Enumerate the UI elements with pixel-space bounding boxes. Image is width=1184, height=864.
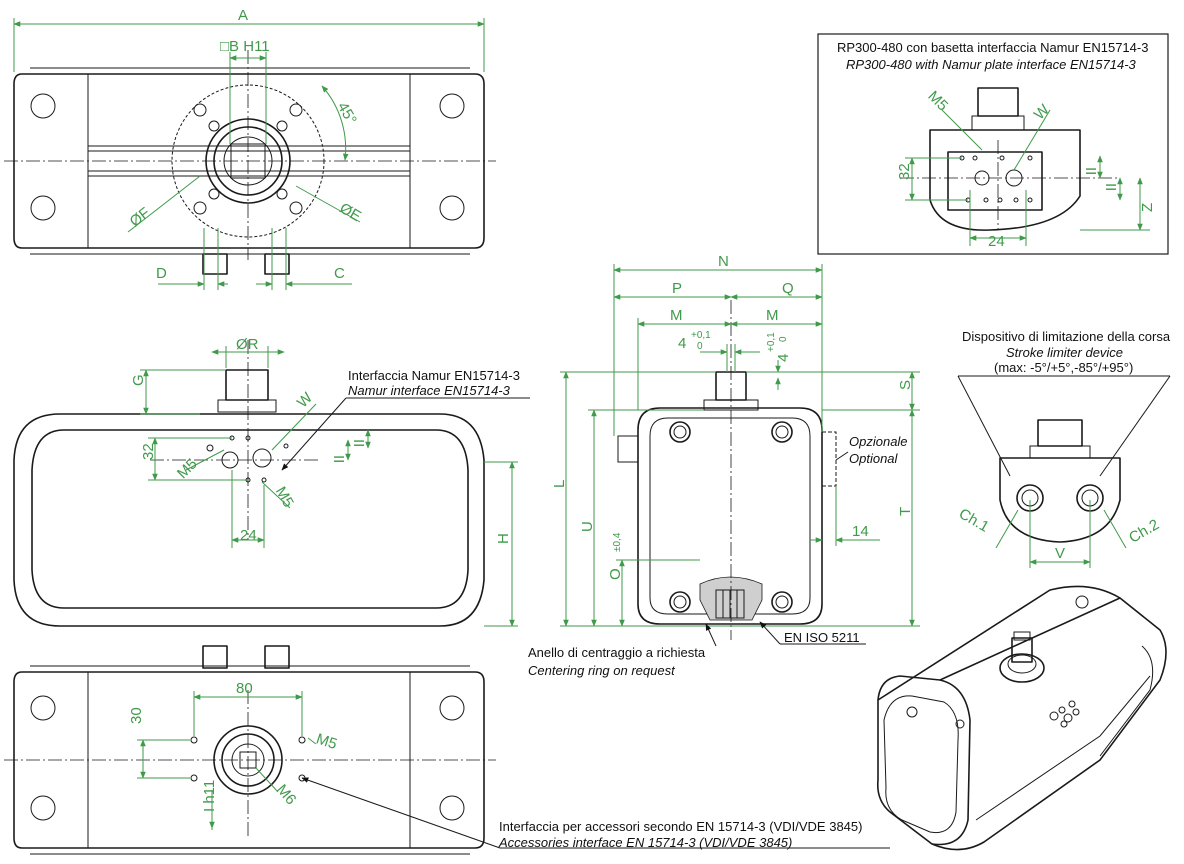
dim-H: H bbox=[495, 533, 512, 544]
namur-label-en: Namur interface EN15714-3 bbox=[348, 383, 511, 398]
dim-M6: M6 bbox=[273, 781, 299, 808]
dim-M5-a: M5 bbox=[174, 455, 201, 482]
dim-phiR: ØR bbox=[236, 336, 259, 353]
acc-label-it: Interfaccia per accessori secondo EN 157… bbox=[499, 819, 862, 834]
dim-4-v: 4 bbox=[775, 354, 792, 362]
isometric-view bbox=[876, 585, 1167, 851]
namur-plate-title-it: RP300-480 con basetta interfaccia Namur … bbox=[837, 40, 1148, 55]
stroke-label-range: (max: -5°/+5°,-85°/+95°) bbox=[994, 360, 1133, 375]
plate-dim-32: 32 bbox=[896, 163, 913, 180]
dim-M-left: M bbox=[670, 307, 683, 324]
plate-dim-Z: Z bbox=[1139, 203, 1156, 212]
namur-label-it: Interfaccia Namur EN15714-3 bbox=[348, 368, 520, 383]
dim-II-b: II bbox=[350, 439, 367, 447]
plate-dim-M5: M5 bbox=[924, 88, 951, 115]
plate-dim-24: 24 bbox=[988, 233, 1005, 250]
dim-4v-tol-plus: +0,1 bbox=[766, 332, 777, 352]
plate-dim-II-b: II bbox=[1102, 183, 1119, 191]
stroke-limiter-detail: Dispositivo di limitazione della corsa S… bbox=[956, 329, 1171, 568]
dim-S: S bbox=[897, 380, 914, 390]
dim-32: 32 bbox=[140, 443, 157, 460]
dim-4-tol-zero: 0 bbox=[697, 341, 703, 352]
dim-phiF: ØF bbox=[127, 204, 154, 230]
dim-A: A bbox=[238, 7, 248, 24]
dim-4-tol-plus: +0,1 bbox=[691, 330, 711, 341]
dim-BH11: □B H11 bbox=[220, 38, 270, 55]
dim-G: G bbox=[130, 374, 147, 386]
dim-W: W bbox=[294, 389, 317, 412]
dim-Ch2: Ch.2 bbox=[1126, 516, 1162, 547]
dim-M-right: M bbox=[766, 307, 779, 324]
dim-IH11: I h11 bbox=[201, 780, 218, 812]
dim-M5-b: M5 bbox=[272, 484, 297, 511]
dim-Q: Q bbox=[782, 280, 794, 297]
top-view: A □B H11 45° ØF ØE D C bbox=[4, 7, 496, 290]
iso-label: EN ISO 5211 bbox=[784, 630, 860, 645]
dim-D: D bbox=[156, 265, 167, 282]
namur-plate-title-en: RP300-480 with Namur plate interface EN1… bbox=[846, 57, 1137, 72]
dim-T: T bbox=[897, 507, 914, 516]
centering-label-en: Centering ring on request bbox=[528, 663, 676, 678]
dim-30: 30 bbox=[128, 707, 145, 724]
bottom-view: 80 30 I h11 M5 M6 Interfaccia per access… bbox=[4, 645, 890, 855]
front-view: N P Q M M 4 +0,1 0 4 +0,1 0 L U O ±0,4 bbox=[528, 253, 920, 678]
dim-14: 14 bbox=[852, 523, 869, 540]
namur-plate-detail: RP300-480 con basetta interfaccia Namur … bbox=[817, 33, 1169, 255]
plate-dim-II-a: II bbox=[1082, 167, 1099, 175]
dim-Ch1: Ch.1 bbox=[956, 505, 992, 536]
namur-side-view: ØR G 32 24 M5 M5 W II II H Interfaccia N… bbox=[13, 336, 530, 627]
dim-80: 80 bbox=[236, 680, 253, 697]
plate-dim-W: W bbox=[1031, 101, 1054, 124]
dim-P: P bbox=[672, 280, 682, 297]
stroke-label-en: Stroke limiter device bbox=[1006, 345, 1123, 360]
dim-O-tol: ±0,4 bbox=[612, 532, 623, 552]
dim-U: U bbox=[579, 521, 596, 532]
dim-4: 4 bbox=[678, 335, 686, 352]
stroke-label-it: Dispositivo di limitazione della corsa bbox=[962, 329, 1171, 344]
dim-45deg: 45° bbox=[334, 99, 360, 127]
dim-M5-bottom: M5 bbox=[314, 730, 339, 753]
optional-label-it: Opzionale bbox=[849, 434, 908, 449]
dim-O: O bbox=[607, 568, 624, 580]
dim-24: 24 bbox=[240, 527, 257, 544]
optional-label-en: Optional bbox=[849, 451, 899, 466]
dim-II-a: II bbox=[330, 455, 347, 463]
dim-V: V bbox=[1055, 545, 1065, 562]
dim-C: C bbox=[334, 265, 345, 282]
dim-L: L bbox=[551, 480, 568, 488]
centering-label-it: Anello di centraggio a richiesta bbox=[528, 645, 706, 660]
dim-4v-tol-zero: 0 bbox=[778, 336, 789, 342]
acc-label-en: Accessories interface EN 15714-3 (VDI/VD… bbox=[498, 835, 792, 850]
dim-N: N bbox=[718, 253, 729, 270]
